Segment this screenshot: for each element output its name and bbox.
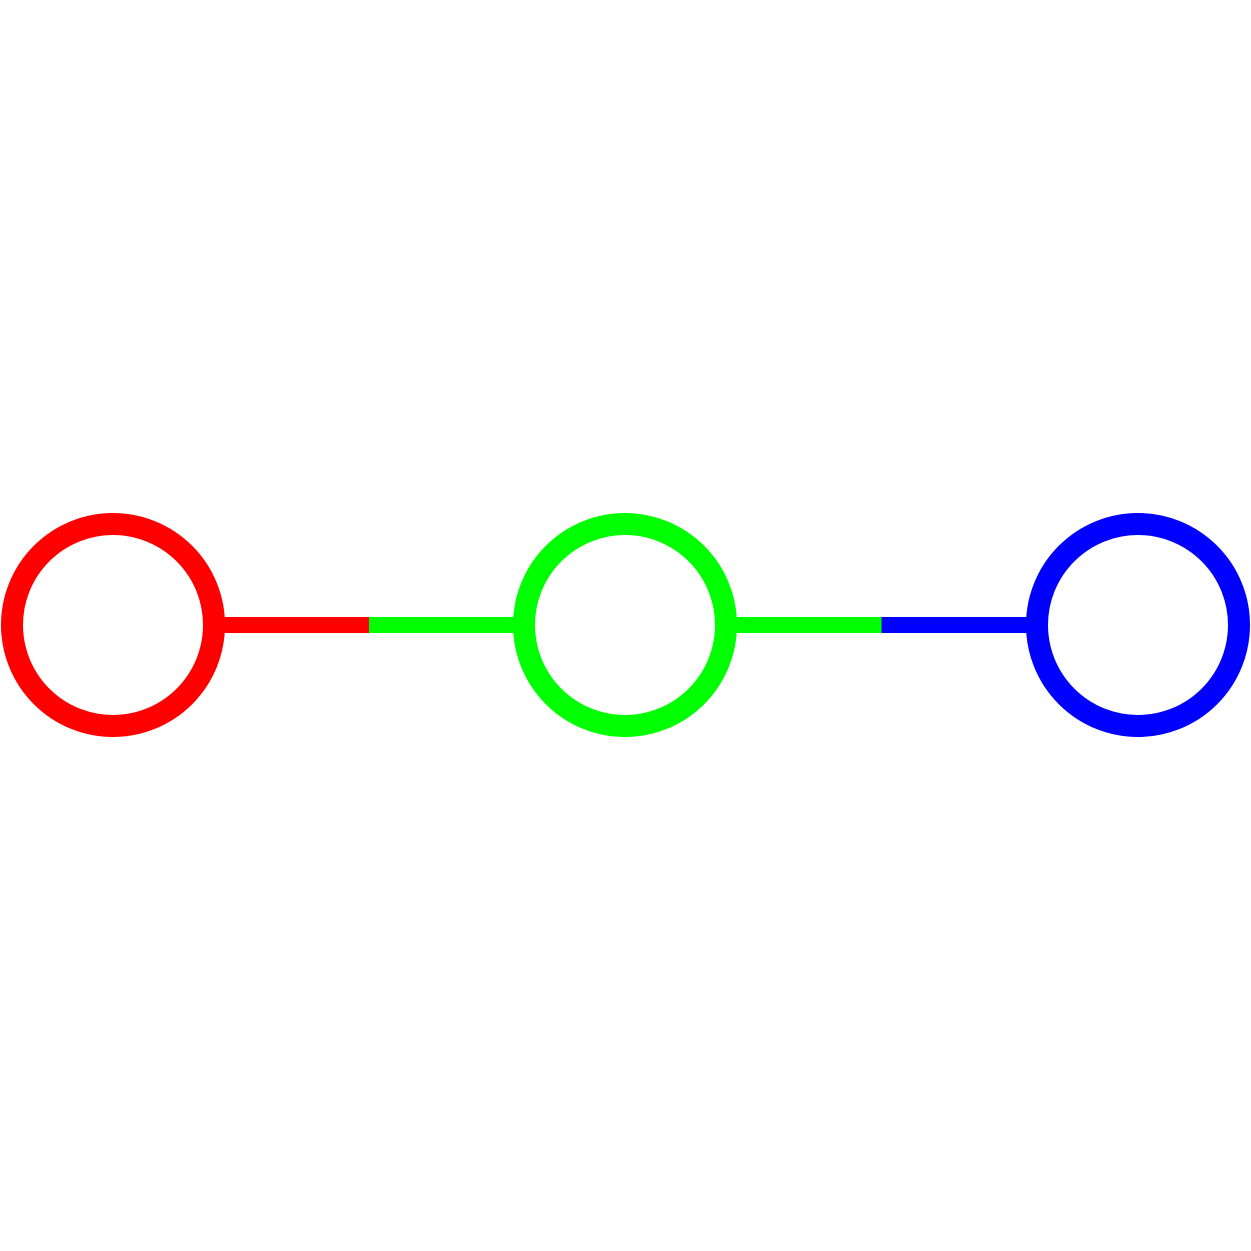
node-left — [1, 513, 225, 737]
node-middle — [513, 513, 737, 737]
node-right — [1026, 513, 1250, 737]
nodes-layer — [1, 513, 1250, 737]
